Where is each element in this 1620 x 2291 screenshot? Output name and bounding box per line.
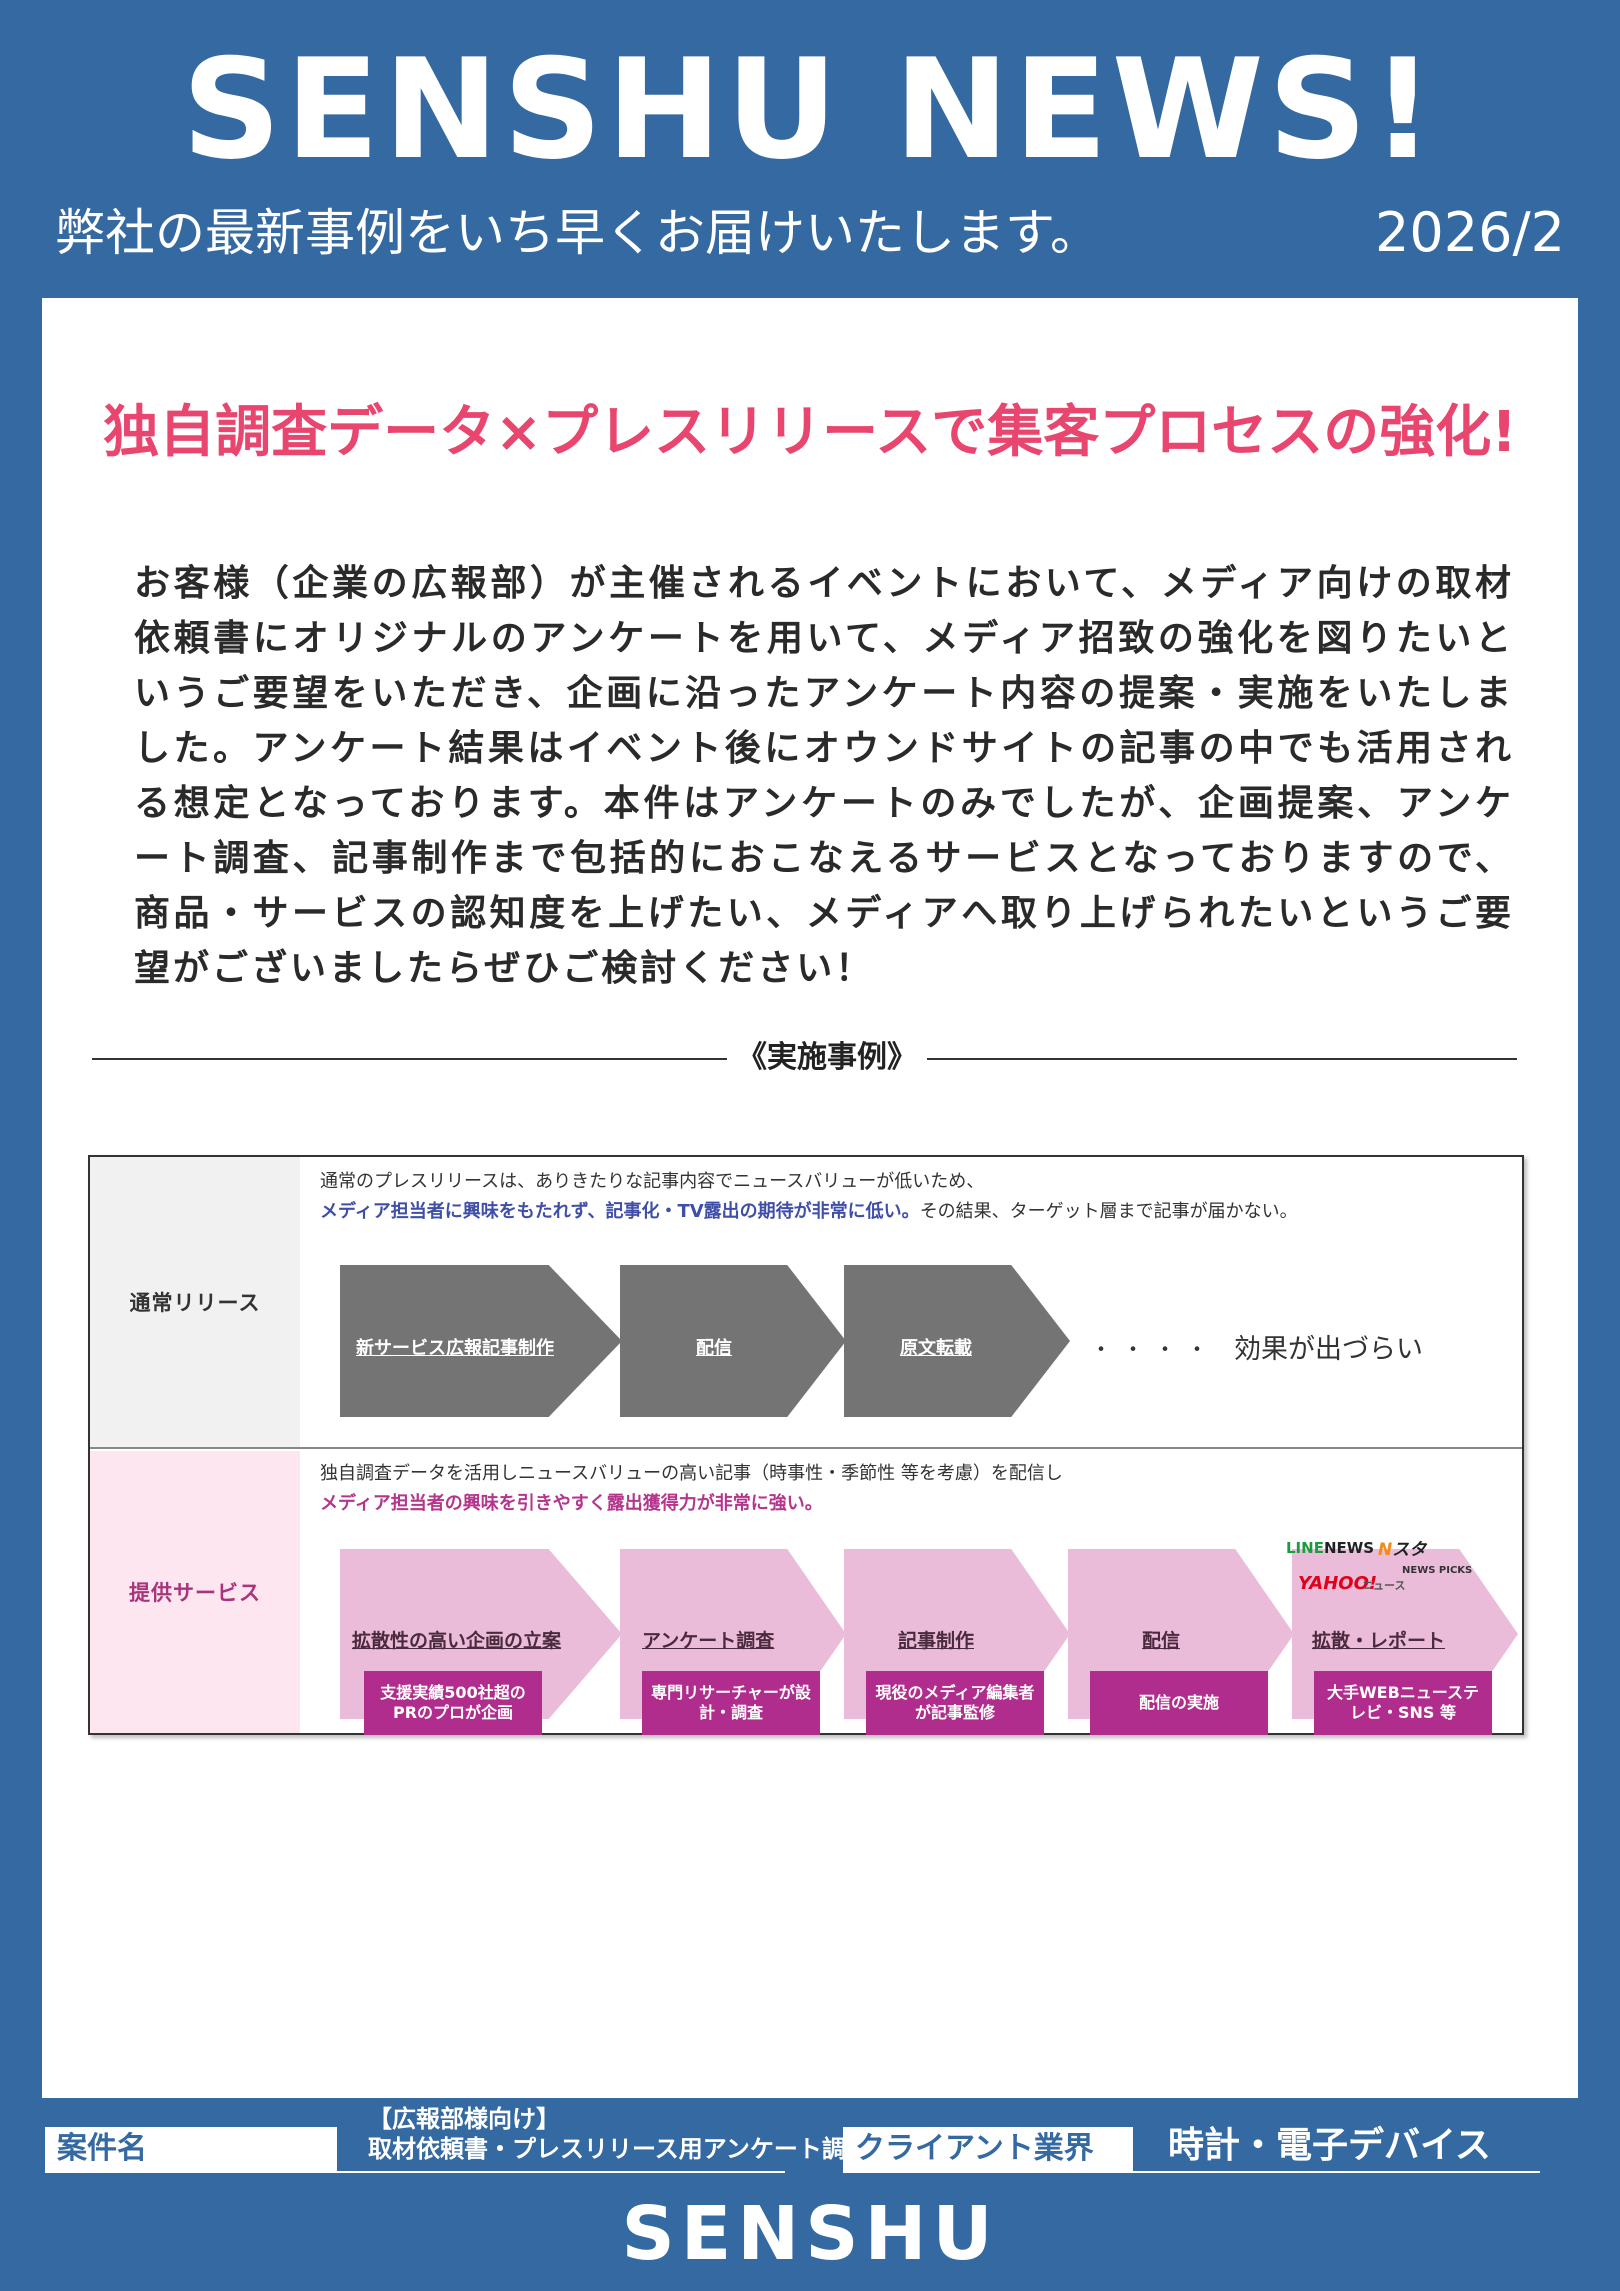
service-step-badge: 支援実績500社超のPRのプロが企画 bbox=[364, 1671, 542, 1735]
service-step-title: アンケート調査 bbox=[642, 1630, 775, 1652]
service-step-title: 拡散・レポート bbox=[1312, 1630, 1446, 1652]
service-step-badge: 現役のメディア編集者が記事監修 bbox=[866, 1671, 1044, 1735]
line-news-logo: LINENEWS bbox=[1286, 1539, 1375, 1557]
masthead-tagline: 弊社の最新事例をいち早くお届けいたします。 bbox=[55, 204, 1100, 262]
case-name-line1: 【広報部様向け】 bbox=[368, 2105, 560, 2133]
normal-step-arrow bbox=[620, 1265, 846, 1417]
normal-note-highlight: メディア担当者に興味をもたれず、記事化・TV露出の期待が非常に低い。 bbox=[320, 1201, 920, 1222]
section-title: 《実施事例》 bbox=[737, 1040, 917, 1075]
yahoo-logo: YAHOO! bbox=[1298, 1573, 1378, 1594]
article-lead: お客様（企業の広報部）が主催されるイベントにおいて、メディア向けの取材依頼書にオ… bbox=[134, 563, 1514, 989]
section-divider-left bbox=[92, 1058, 727, 1060]
service-step-badge: 専門リサーチャーが設計・調査 bbox=[642, 1671, 820, 1735]
nsta-logo: Nスタ bbox=[1378, 1540, 1427, 1560]
case-name-label: 案件名 bbox=[45, 2127, 337, 2171]
issue-date: 2026/2 bbox=[1375, 201, 1565, 264]
client-industry-label: クライアント業界 bbox=[843, 2127, 1133, 2171]
service-note-highlight: メディア担当者の興味を引きやすく露出獲得力が非常に強い。 bbox=[320, 1493, 823, 1514]
normal-step-label: 配信 bbox=[696, 1338, 732, 1359]
normal-note-line2: メディア担当者に興味をもたれず、記事化・TV露出の期待が非常に低い。その結果、タ… bbox=[320, 1197, 1298, 1227]
service-step-title: 配信 bbox=[1142, 1630, 1181, 1652]
normal-release-label: 通常リリース bbox=[90, 1157, 300, 1447]
section-divider-right bbox=[927, 1058, 1517, 1060]
client-industry-underline bbox=[843, 2171, 1540, 2173]
effect-text: 効果が出づらい bbox=[1234, 1334, 1423, 1365]
article-panel: 独自調査データ×プレスリリースで集客プロセスの強化! お客様（企業の広報部）が主… bbox=[42, 298, 1578, 2098]
service-step-title: 記事制作 bbox=[898, 1630, 975, 1652]
yahoo-news-text: ニュース bbox=[1362, 1579, 1406, 1592]
normal-note-line1: 通常のプレスリリースは、ありきたりな記事内容でニュースバリューが低いため、 bbox=[320, 1171, 985, 1192]
service-label: 提供サービス bbox=[90, 1451, 300, 1733]
ellipsis-dots: ・・・・ bbox=[1090, 1338, 1219, 1363]
service-note-line1: 独自調査データを活用しニュースバリューの高い記事（時事性・季節性 等を考慮）を配… bbox=[320, 1463, 1063, 1484]
newspicks-logo: NEWS PICKS bbox=[1402, 1565, 1473, 1576]
media-logos: LINENEWS Nスタ YAHOO! ニュース NEWS PICKS bbox=[1282, 1535, 1472, 1625]
article-headline: 独自調査データ×プレスリリースで集客プロセスの強化! bbox=[103, 400, 1517, 465]
service-step-badge: 配信の実施 bbox=[1090, 1671, 1268, 1735]
normal-release-row: 通常リリース 通常のプレスリリースは、ありきたりな記事内容でニュースバリューが低… bbox=[90, 1157, 1522, 1449]
service-step-title: 拡散性の高い企画の立案 bbox=[352, 1630, 562, 1652]
service-note: 独自調査データを活用しニュースバリューの高い記事（時事性・季節性 等を考慮）を配… bbox=[320, 1459, 1063, 1519]
normal-step-label: 原文転載 bbox=[900, 1338, 972, 1359]
senshu-logo: SENSHU bbox=[621, 2191, 999, 2277]
masthead-title: SENSHU NEWS! bbox=[181, 29, 1439, 190]
comparison-diagram: 通常リリース 通常のプレスリリースは、ありきたりな記事内容でニュースバリューが低… bbox=[88, 1155, 1524, 1735]
client-industry-value: 時計・電子デバイス bbox=[1168, 2125, 1491, 2166]
normal-note-rest: その結果、ターゲット層まで記事が届かない。 bbox=[919, 1201, 1298, 1222]
normal-release-note: 通常のプレスリリースは、ありきたりな記事内容でニュースバリューが低いため、 メデ… bbox=[320, 1167, 1298, 1227]
service-row: 提供サービス 独自調査データを活用しニュースバリューの高い記事（時事性・季節性 … bbox=[90, 1451, 1522, 1735]
normal-step-label: 新サービス広報記事制作 bbox=[356, 1338, 554, 1359]
case-name-value: 【広報部様向け】 取材依頼書・プレスリリース用アンケート調査 bbox=[368, 2104, 870, 2164]
case-name-line2: 取材依頼書・プレスリリース用アンケート調査 bbox=[368, 2135, 870, 2163]
service-step-badge: 大手WEBニューステレビ・SNS 等 bbox=[1314, 1671, 1492, 1735]
case-name-underline bbox=[45, 2171, 785, 2173]
